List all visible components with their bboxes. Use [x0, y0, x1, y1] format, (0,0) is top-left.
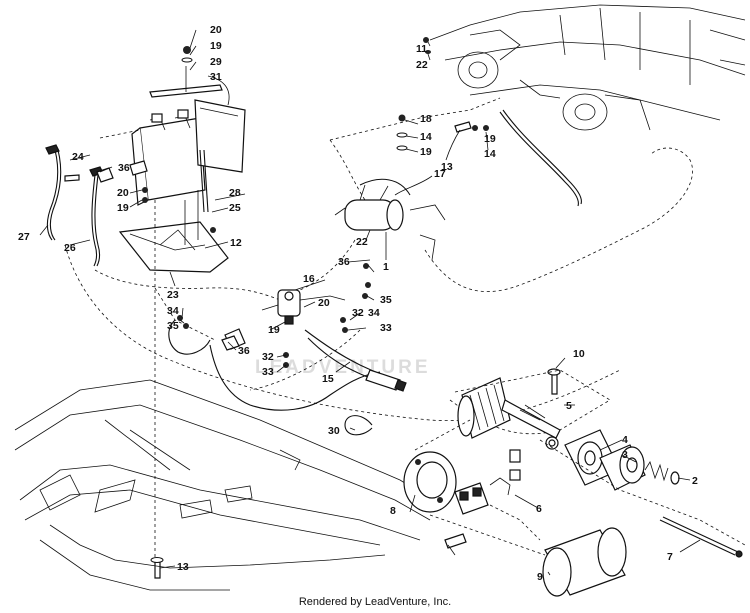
- callout-23: 24: [72, 151, 84, 163]
- battery-assembly: [118, 66, 246, 273]
- callout-25: 26: [64, 242, 76, 254]
- callout-3: 3: [622, 449, 628, 461]
- callout-8: 8: [390, 505, 396, 517]
- watermark-text: LEADVENTURE: [255, 357, 431, 378]
- solenoid-16: [261, 289, 346, 325]
- callout-6: 6: [536, 503, 542, 515]
- callout-19: 19: [210, 40, 222, 52]
- callout-11: 11: [416, 43, 427, 55]
- callout-34: 34: [368, 307, 380, 319]
- callout-12: 12: [230, 237, 242, 249]
- callout-16: 16: [303, 273, 315, 285]
- callout-33: 33: [262, 366, 274, 378]
- callout-29: 22: [356, 236, 368, 248]
- callout-24: 25: [229, 202, 241, 214]
- callout-20: 20: [318, 297, 330, 309]
- callout-31: 30: [328, 425, 340, 437]
- callout-20: 20: [117, 187, 129, 199]
- callout-14: 14: [420, 131, 432, 143]
- callout-36: 36: [338, 256, 350, 268]
- callout-21: 22: [416, 59, 428, 71]
- callout-2: 2: [692, 475, 698, 487]
- callout-13: 13: [441, 161, 453, 173]
- callout-36: 36: [238, 345, 250, 357]
- callout-28: 29: [210, 56, 222, 68]
- callout-13: 13: [177, 561, 189, 573]
- callout-19: 19: [268, 324, 280, 336]
- hardware-fasteners: [64, 37, 489, 579]
- callout-4: 4: [622, 434, 628, 446]
- footer-credit: Rendered by LeadVenture, Inc.: [298, 596, 452, 608]
- callout-27: 28: [229, 187, 241, 199]
- callout-5: 5: [566, 400, 572, 412]
- callout-35: 35: [167, 320, 179, 332]
- leader-lines: [39, 29, 701, 576]
- callout-19: 19: [484, 133, 496, 145]
- callout-33: 33: [380, 322, 392, 334]
- callout-36: 36: [118, 162, 130, 174]
- callout-35: 35: [380, 294, 392, 306]
- callout-10: 10: [573, 348, 585, 360]
- battery-cable-25: [91, 174, 98, 267]
- callout-22: 23: [167, 289, 179, 301]
- callout-9: 9: [537, 571, 543, 583]
- snowmobile-chassis-drawing: [14, 379, 441, 591]
- callout-26: 27: [18, 231, 30, 243]
- callout-19: 19: [420, 146, 432, 158]
- callout-18: 18: [420, 113, 432, 125]
- callout-19: 19: [117, 202, 129, 214]
- engine-frame-drawing: [429, 4, 746, 131]
- callout-labels: 20 19 29 31 24 36 20 19 28 25 12 27 26 2…: [18, 24, 698, 583]
- callout-32: 32: [352, 307, 364, 319]
- callout-14: 14: [484, 148, 496, 160]
- cable-17: [499, 111, 579, 207]
- callout-1: 1: [383, 261, 389, 273]
- callout-7: 7: [667, 551, 673, 563]
- callout-34: 34: [167, 305, 179, 317]
- callout-15: 15: [322, 373, 334, 385]
- callout-17: 17: [434, 168, 446, 180]
- callout-32: 32: [262, 351, 274, 363]
- callout-20: 20: [210, 24, 222, 36]
- battery-cable-27: [199, 149, 205, 213]
- starter-relay-29: [334, 178, 446, 261]
- wire-harness-15: [209, 344, 381, 411]
- snap-ring-31: [344, 415, 373, 436]
- callout-30: 31: [210, 71, 222, 83]
- starter-motor-exploded: [403, 368, 746, 597]
- battery-cable-26: [46, 149, 59, 241]
